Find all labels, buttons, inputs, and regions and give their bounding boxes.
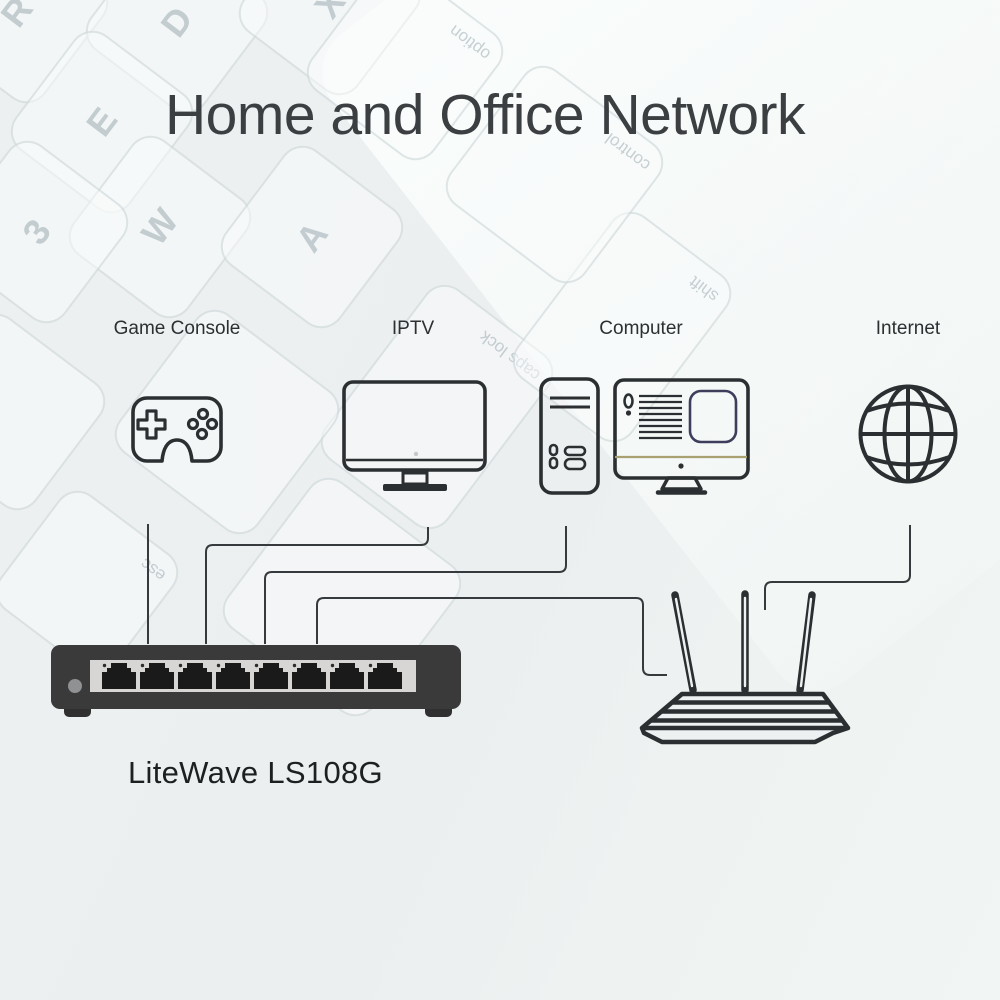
switch-model-label: LiteWave LS108G: [128, 755, 383, 790]
label-internet: Internet: [875, 318, 941, 339]
port-led: [330, 663, 335, 668]
line-internet-to-router: [764, 525, 911, 610]
port-led: [216, 663, 221, 668]
rj45-port: [330, 663, 364, 689]
monitor-chin-dot: [678, 463, 684, 469]
computer-tower-icon: [539, 377, 600, 495]
globe-latitude-south: [865, 455, 951, 467]
rj45-port: [292, 663, 326, 689]
rj45-port: [216, 663, 250, 689]
line-iptv-to-switch: [205, 527, 429, 644]
switch-power-led: [68, 679, 82, 693]
monitor-text-lines: [639, 394, 682, 440]
router-icon: [639, 590, 851, 745]
globe-latitude-north: [865, 401, 951, 413]
line-computer-to-switch: [264, 526, 567, 644]
label-game-console: Game Console: [113, 318, 241, 339]
page-title: Home and Office Network: [164, 83, 806, 147]
monitor-detail-dot: [625, 410, 632, 416]
rj45-port: [254, 663, 288, 689]
switch-ports: [102, 663, 402, 689]
rj45-port: [178, 663, 212, 689]
switch-foot: [64, 708, 91, 717]
internet-globe-icon: [858, 384, 958, 484]
router-antennas: [671, 590, 816, 694]
port-led: [140, 663, 145, 668]
monitor-detail-oval: [623, 393, 634, 409]
monitor-stand: [660, 476, 703, 491]
dpad: [136, 409, 167, 440]
port-led: [178, 663, 183, 668]
button: [195, 427, 209, 441]
game-console-icon: [131, 396, 223, 463]
label-computer: Computer: [599, 318, 683, 339]
port-led: [102, 663, 107, 668]
rj45-port: [140, 663, 174, 689]
gamepad-body: [131, 396, 223, 463]
monitor-window-panel: [688, 389, 738, 444]
router-stripes: [642, 700, 848, 731]
iptv-icon: [342, 380, 487, 491]
port-led: [292, 663, 297, 668]
button: [205, 417, 219, 431]
rj45-port: [102, 663, 136, 689]
switch-port-panel: [90, 660, 416, 692]
label-iptv: IPTV: [391, 318, 435, 339]
tower-port: [548, 456, 559, 470]
computer-monitor-icon: [613, 378, 750, 495]
tv-dot: [413, 451, 419, 457]
monitor-body: [613, 378, 750, 480]
line-switch-to-router: [316, 597, 667, 676]
tower-port: [548, 443, 559, 457]
rj45-port: [368, 663, 402, 689]
switch-foot: [425, 708, 452, 717]
port-led: [368, 663, 373, 668]
button: [186, 417, 200, 431]
button: [196, 407, 210, 421]
tower-drive: [563, 457, 587, 471]
tower-drive: [563, 445, 587, 457]
tower-body: [539, 377, 600, 495]
port-led: [254, 663, 259, 668]
tv-stand-neck: [401, 471, 429, 486]
tv-stand-base: [383, 484, 447, 491]
tv-screen: [342, 380, 487, 472]
